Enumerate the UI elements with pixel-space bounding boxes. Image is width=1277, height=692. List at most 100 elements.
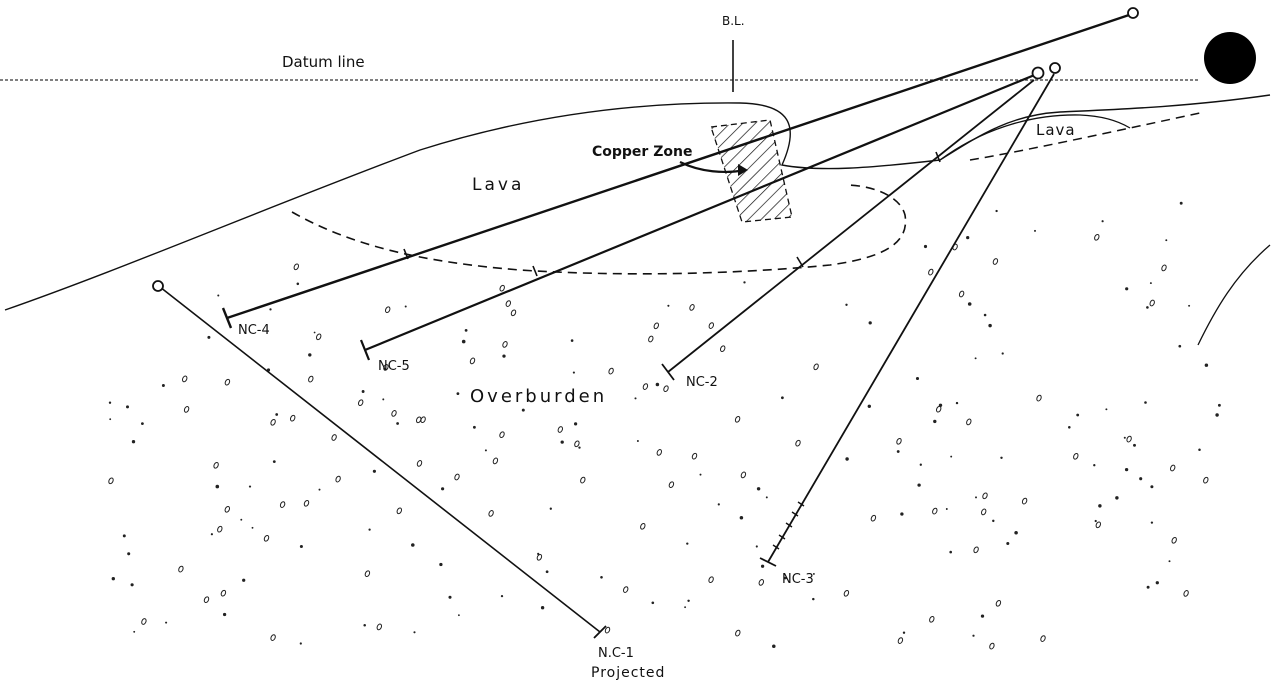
stipple-dot	[502, 341, 508, 348]
stipple-dot	[207, 335, 211, 339]
stipple-dot	[108, 401, 112, 404]
stipple-dot	[161, 384, 165, 387]
right-edge-curve	[1197, 244, 1271, 346]
stipple-dot	[510, 309, 517, 317]
stipple-dot	[570, 339, 574, 342]
stipple-dot	[126, 405, 129, 409]
stipple-dot	[896, 437, 902, 445]
stipple-dot	[416, 460, 423, 467]
stipple-dot	[974, 357, 977, 360]
stipple-dot	[1203, 476, 1209, 484]
stipple-dot	[521, 408, 525, 412]
stipple-dot	[982, 492, 988, 500]
stipple-dot	[717, 503, 720, 506]
stipple-dot	[600, 576, 603, 579]
stipple-dot	[1115, 496, 1119, 500]
stipple-dot	[1093, 464, 1096, 467]
stipple-dot	[867, 404, 871, 408]
stipple-dot	[1150, 521, 1154, 524]
stipple-dot	[1133, 443, 1136, 447]
stipple-dot	[743, 281, 746, 284]
stipple-dot	[500, 594, 504, 598]
lava-right-lens	[939, 114, 1131, 161]
stipple-dot	[663, 385, 669, 393]
stipple-dot	[870, 514, 877, 522]
drill-hole-nc1: N.C-1 Projected	[152, 280, 664, 681]
stipple-dot	[560, 440, 564, 444]
stipple-dot	[183, 406, 190, 413]
stipple-dot	[1006, 541, 1010, 546]
stipple-dot	[735, 629, 741, 637]
stipple-dot	[955, 401, 959, 405]
stipple-dot	[756, 487, 761, 491]
stipple-dot	[1095, 521, 1102, 529]
stipple-dot	[966, 235, 970, 240]
drill-hole-nc4: NC-4	[221, 7, 1139, 338]
stipple-dot	[772, 644, 776, 648]
ground-surface	[4, 94, 1271, 311]
overburden-label: Overburden	[470, 386, 607, 407]
stipple-dot	[545, 570, 549, 574]
stipple-dot	[653, 322, 660, 330]
stipple-dot	[923, 244, 928, 249]
stipple-dot	[303, 499, 310, 507]
stipple-dot	[958, 290, 965, 298]
stipple-dot	[396, 507, 403, 515]
stipple-dot	[248, 485, 252, 488]
contact-ticks	[403, 151, 941, 277]
stipple-dot	[1124, 467, 1129, 472]
stipple-dot	[950, 455, 953, 458]
stipple-dot	[988, 323, 992, 328]
sample-ticks-nc3	[772, 501, 805, 550]
stipple-dot	[758, 579, 765, 586]
stipple-dot	[361, 390, 365, 393]
stipple-dot	[109, 418, 112, 421]
stipple-dot	[279, 501, 286, 508]
stipple-dot	[1034, 229, 1036, 232]
stipple-dot	[396, 422, 399, 425]
stipple-dot	[604, 626, 611, 634]
stipple-dot	[656, 449, 663, 456]
stipple-dot	[313, 331, 316, 334]
stipple-dot	[141, 422, 144, 425]
stipple-dot	[1217, 403, 1221, 407]
stipple-dot	[929, 615, 935, 623]
stipple-dot	[315, 333, 322, 341]
stipple-dot	[1146, 306, 1149, 309]
stipple-dot	[686, 542, 689, 545]
stipple-dot	[1188, 304, 1191, 307]
stipple-dot	[141, 618, 147, 625]
stipple-dot	[1040, 635, 1046, 642]
stipple-dot	[296, 282, 300, 286]
stipple-dot	[240, 518, 243, 521]
stipple-dot	[1125, 287, 1129, 291]
stipple-dot	[945, 508, 948, 510]
overburden-stipple	[108, 201, 1221, 650]
stipple-dot	[691, 452, 698, 460]
stipple-dot	[708, 322, 715, 329]
stipple-dot	[272, 460, 276, 463]
stipple-dot	[622, 586, 629, 593]
stipple-dot	[1000, 456, 1003, 460]
label-nc1: N.C-1	[598, 646, 634, 661]
stipple-dot	[1179, 201, 1183, 205]
stipple-dot	[1204, 363, 1209, 367]
stipple-dot	[251, 526, 254, 529]
collar-nc4	[1127, 7, 1139, 19]
stipple-dot	[299, 642, 302, 645]
stipple-dot	[813, 363, 819, 371]
stipple-dot	[1155, 581, 1159, 585]
lava-right-lower-contact	[969, 112, 1201, 161]
stipple-dot	[130, 583, 134, 587]
stipple-dot	[933, 419, 937, 424]
stipple-dot	[505, 300, 512, 307]
stipple-dot	[781, 396, 784, 400]
stipple-dot	[989, 642, 995, 650]
stipple-dot	[765, 496, 768, 499]
stipple-dot	[203, 596, 210, 604]
stipple-dot	[719, 345, 726, 353]
stipple-dot	[684, 606, 687, 609]
stipple-dot	[1198, 448, 1201, 451]
stipple-dot	[902, 631, 906, 634]
stipple-dot	[755, 545, 758, 548]
